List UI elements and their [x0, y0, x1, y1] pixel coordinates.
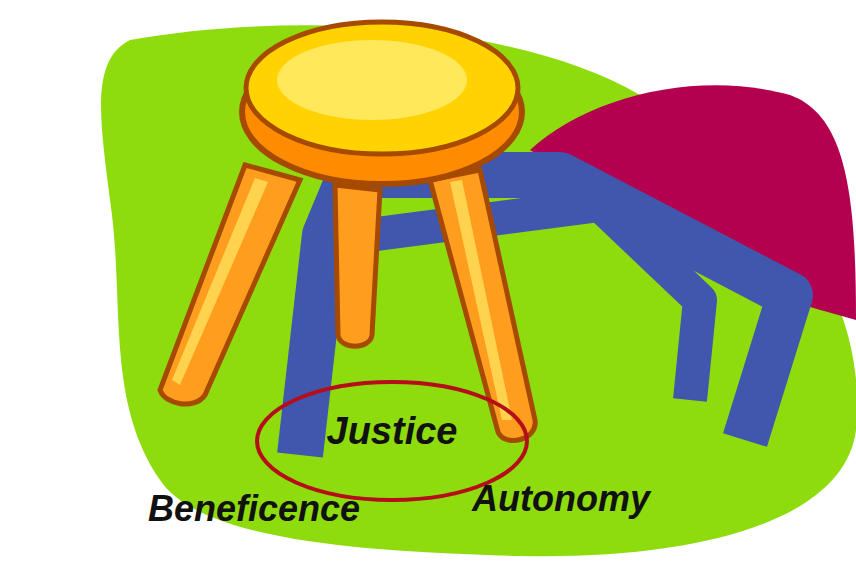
blue-shadow: [300, 175, 790, 455]
leg-highlight: [172, 178, 268, 385]
stool-leg: [335, 185, 380, 346]
principle-label: Autonomy: [472, 478, 650, 520]
principle-label: Beneficence: [148, 488, 360, 530]
seat-shine: [277, 40, 467, 120]
stool-leg: [160, 165, 300, 404]
seat-top: [246, 22, 518, 154]
stool-leg: [430, 170, 535, 441]
principle-label: Justice: [327, 410, 458, 453]
leg-highlight: [450, 180, 512, 420]
